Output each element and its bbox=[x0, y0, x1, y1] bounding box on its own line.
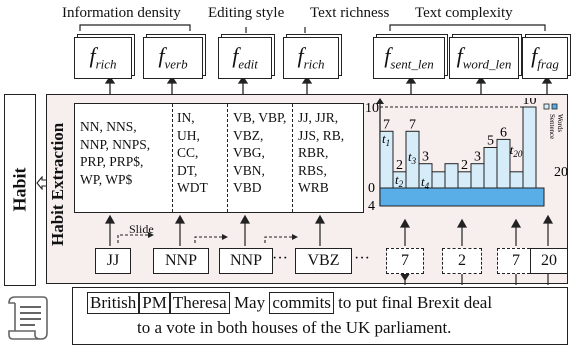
plain-words: May bbox=[233, 293, 266, 312]
bar-value-label: 3 bbox=[474, 150, 481, 165]
bar bbox=[496, 138, 511, 189]
y-tick-label: 10 bbox=[365, 101, 379, 116]
bar-value-label: 7 bbox=[409, 117, 416, 132]
habit-box: Habit bbox=[4, 94, 36, 286]
label-text-richness: Text richness bbox=[310, 5, 390, 21]
plain-words: to put final Brexit deal bbox=[338, 293, 493, 312]
pos-group-verb: VB, VBP, VBZ, VBG, VBN, VBD bbox=[233, 110, 287, 195]
slide-label: Slide bbox=[129, 222, 154, 236]
y-axis-arrow-icon bbox=[376, 98, 384, 104]
divider bbox=[292, 104, 293, 212]
function-box-edit: fedit bbox=[218, 37, 272, 79]
time-step-label: t20 bbox=[510, 142, 523, 159]
function-box-word-len: fword_len bbox=[449, 37, 519, 79]
boxed-word: Theresa bbox=[169, 292, 230, 314]
boxed-word: British bbox=[87, 292, 140, 314]
legend-swatch-words bbox=[551, 103, 558, 110]
token-box: VBZ bbox=[295, 248, 352, 274]
bar-value-label: 6 bbox=[500, 125, 507, 140]
legend-label: Words bbox=[556, 114, 564, 132]
pos-group-function: IN, UH, CC, DT, WDT bbox=[177, 110, 208, 195]
function-box-rich-1: frich bbox=[74, 37, 132, 79]
function-box-frag: ffrag bbox=[522, 37, 568, 79]
habit-label: Habit bbox=[9, 167, 30, 212]
scroll-document-icon bbox=[8, 296, 48, 340]
pos-group-noun: NN, NNS, NNP, NNPS, PRP, PRP$, WP, WP$ bbox=[80, 119, 151, 187]
time-step-label: t4 bbox=[421, 174, 430, 191]
bar-value-label: 3 bbox=[422, 150, 429, 165]
bar bbox=[483, 147, 498, 189]
token-box: NNP bbox=[153, 248, 209, 274]
bar-value-label: 10 bbox=[523, 98, 537, 108]
habit-extraction-label: Habit Extraction bbox=[48, 122, 67, 246]
bar bbox=[509, 171, 524, 189]
bar bbox=[522, 106, 537, 189]
token-box: JJ bbox=[95, 248, 131, 274]
pos-group-adjective: JJ, JJR, JJS, RB, RBR, RBS, WRB bbox=[298, 110, 345, 195]
divider bbox=[227, 104, 228, 212]
label-text-complexity: Text complexity bbox=[415, 5, 513, 21]
time-step-label: t2 bbox=[395, 172, 404, 189]
bar bbox=[470, 163, 485, 189]
function-box-verb: fverb bbox=[143, 37, 203, 79]
divider bbox=[172, 104, 173, 212]
time-step-label: t1 bbox=[382, 131, 390, 148]
label-editing-style: Editing style bbox=[208, 5, 285, 21]
pos-tag-table: NN, NNS, NNP, NNPS, PRP, PRP$, WP, WP$ I… bbox=[74, 103, 364, 213]
word-band bbox=[379, 187, 545, 207]
function-box-sent-len: fsent_len bbox=[373, 37, 445, 79]
token-box: NNP bbox=[219, 248, 273, 274]
legend-swatch-sentence bbox=[543, 103, 550, 110]
bar bbox=[431, 171, 446, 189]
ellipsis: ··· bbox=[272, 250, 288, 267]
legend-label: Sentence bbox=[548, 114, 556, 139]
bar-value-label: 7 bbox=[383, 117, 390, 132]
bar bbox=[444, 163, 459, 189]
sentence-line-2: to a vote in both houses of the UK parli… bbox=[137, 318, 452, 337]
bar-value-label: 5 bbox=[487, 134, 494, 149]
length-box: 7 bbox=[386, 248, 424, 274]
y-tick-label: 0 bbox=[368, 181, 375, 196]
x-tick-label: 20 bbox=[554, 165, 568, 180]
bar-value-label: 2 bbox=[396, 158, 403, 173]
y-tick-label: 4 bbox=[368, 199, 375, 214]
bar-value-label: 2 bbox=[461, 158, 468, 173]
function-box-rich-2: frich bbox=[283, 37, 339, 79]
length-box: 2 bbox=[442, 248, 482, 274]
ellipsis: ··· bbox=[354, 250, 370, 267]
bar bbox=[457, 171, 472, 189]
label-information-density: Information density bbox=[62, 5, 181, 21]
boxed-word: commits bbox=[269, 292, 334, 314]
length-box: 20 bbox=[530, 248, 568, 274]
boxed-word: PM bbox=[139, 292, 170, 314]
time-step-label: t3 bbox=[408, 149, 417, 166]
